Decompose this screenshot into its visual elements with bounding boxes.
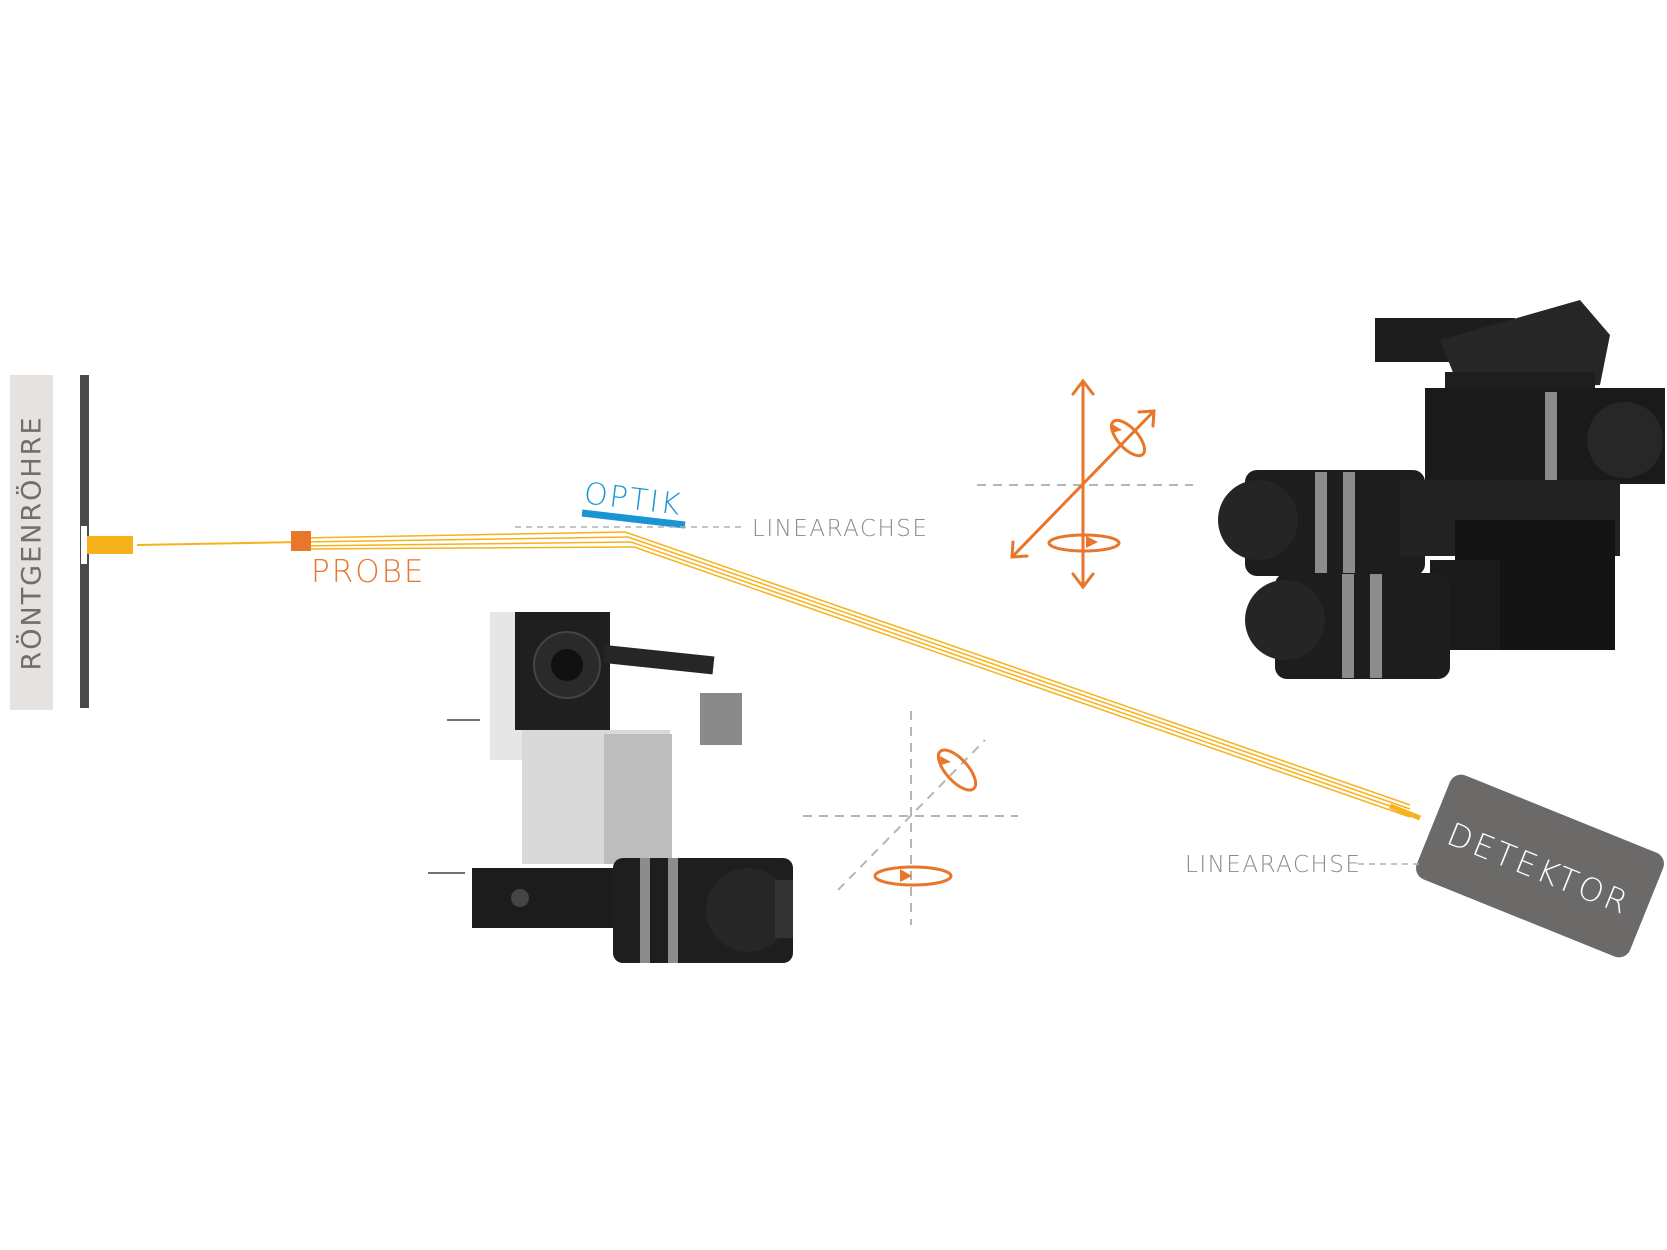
xray-beam	[136, 531, 1421, 821]
probe-label: PROBE	[311, 554, 426, 590]
linearachse-top-label: LINEARACHSE	[752, 516, 928, 542]
linearachse-bottom-label: LINEARACHSE	[1185, 852, 1361, 878]
three-axis-rotation-icon	[977, 378, 1193, 590]
goniometer-stage-small	[428, 612, 793, 963]
two-axis-rotation-icon	[803, 711, 1018, 925]
xray-tube	[80, 375, 133, 708]
roentgenroehre-label: RÖNTGENRÖHRE	[10, 375, 53, 710]
optik-mirror	[581, 509, 686, 529]
goniometer-stage-large	[1218, 300, 1665, 679]
probe-marker	[291, 531, 311, 551]
detektor: DETEKTOR	[1416, 774, 1664, 958]
